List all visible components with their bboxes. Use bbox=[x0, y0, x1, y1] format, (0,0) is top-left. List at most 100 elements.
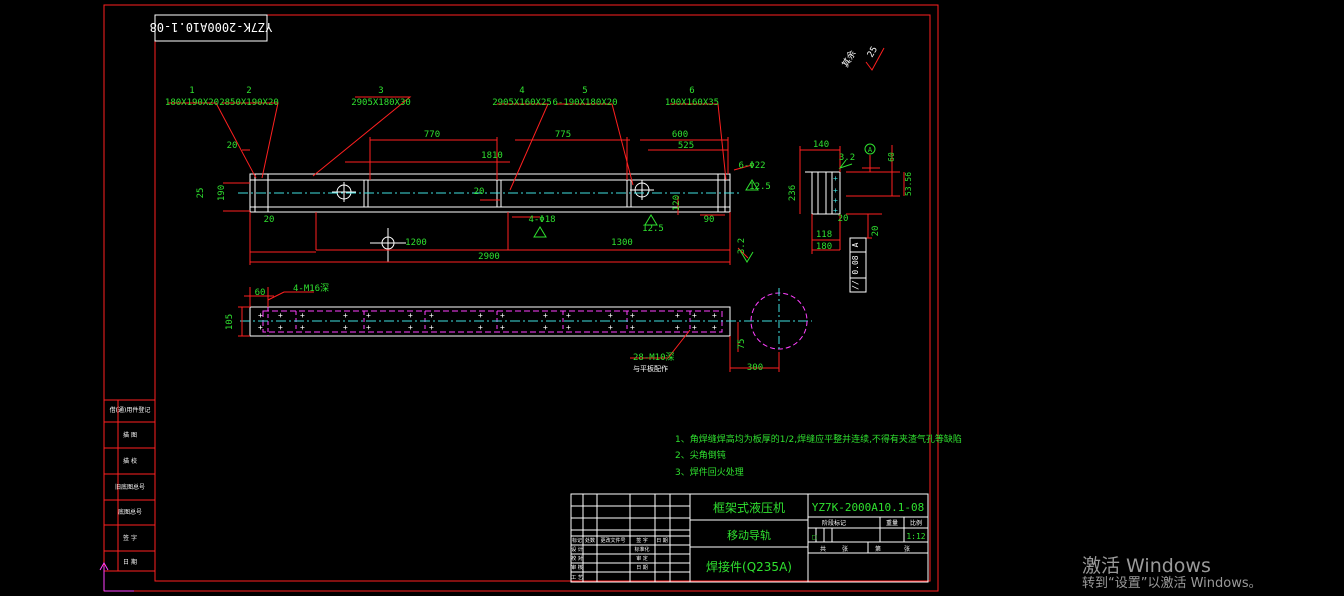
dim-20-bottom: 20 bbox=[264, 215, 275, 225]
rev-header-2: 处数 bbox=[585, 537, 595, 544]
rev-header-5: 日 期 bbox=[656, 538, 668, 544]
svg-text:+: + bbox=[258, 323, 263, 332]
dim-180: 180 bbox=[816, 242, 832, 252]
svg-text:+: + bbox=[833, 206, 838, 215]
callout-6-num: 6 bbox=[689, 86, 694, 96]
dim-770: 770 bbox=[424, 130, 440, 140]
dim-140: 140 bbox=[813, 140, 829, 150]
dim-118: 118 bbox=[816, 230, 832, 240]
svg-text:+: + bbox=[478, 323, 483, 332]
svg-text:+: + bbox=[630, 323, 635, 332]
svg-text:+: + bbox=[366, 311, 371, 320]
dim-600: 600 bbox=[672, 130, 688, 140]
hole-6-phi22: 6-Φ22 bbox=[738, 161, 765, 171]
title-product: 框架式液压机 bbox=[713, 500, 785, 515]
dim-2900: 2900 bbox=[478, 252, 500, 262]
sheet-unit-1: 张 bbox=[842, 545, 848, 553]
side-label-6: 签 字 bbox=[123, 534, 137, 542]
thread-4-m16: 4-M16深 bbox=[293, 283, 329, 294]
dim-53-56: 53.56 bbox=[904, 172, 913, 196]
technical-notes: 1、角焊缝焊高均为板厚的1/2,焊缝应平整并连续,不得有夹渣气孔等缺陷 2、尖角… bbox=[675, 433, 962, 478]
dim-236: 236 bbox=[788, 185, 798, 201]
svg-text:+: + bbox=[692, 323, 697, 332]
rev-header-4: 签 字 bbox=[636, 537, 648, 544]
title-block: 框架式液压机 移动导轨 焊接件(Q235A) YZ7K-2000A10.1-08… bbox=[570, 493, 929, 583]
dim-90: 90 bbox=[704, 215, 715, 225]
callout-4-size: 2905X160X25 bbox=[492, 98, 552, 108]
rev-header-1: 标记 bbox=[572, 537, 582, 544]
row-process: 工 艺 bbox=[571, 575, 583, 581]
dim-20-side-b: 20 bbox=[871, 226, 881, 237]
row-standard: 标准化 bbox=[634, 546, 649, 553]
note-3: 3、焊件回火处理 bbox=[675, 466, 744, 478]
roughness-3-2: 3.2 bbox=[737, 238, 747, 254]
bottom-view: ++ ++ ++ ++ ++ ++ ++ ++ ++ ++ ++ ++ ++ +… bbox=[225, 283, 812, 373]
main-view: 1 180X190X20 2 2850X190X20 3 2905X180X30… bbox=[165, 86, 771, 265]
svg-text:+: + bbox=[833, 196, 838, 205]
dim-1200: 1200 bbox=[405, 238, 427, 248]
dim-120: 120 bbox=[672, 195, 682, 211]
svg-text:+: + bbox=[300, 311, 305, 320]
code-box-text: YZ7K-2000A10.1-08 bbox=[150, 20, 273, 34]
callout-4-num: 4 bbox=[519, 86, 524, 96]
svg-text:+: + bbox=[408, 323, 413, 332]
svg-text:+: + bbox=[429, 311, 434, 320]
dim-775: 775 bbox=[555, 130, 571, 140]
callout-2-num: 2 bbox=[246, 86, 251, 96]
svg-text:+: + bbox=[833, 174, 838, 183]
svg-text:+: + bbox=[692, 311, 697, 320]
callout-5-num: 5 bbox=[582, 86, 587, 96]
callout-3-size: 2905X180X30 bbox=[351, 98, 411, 108]
row-design: 设 计 bbox=[571, 546, 583, 553]
roughness-value: 25 bbox=[866, 45, 880, 59]
callout-1-num: 1 bbox=[189, 86, 194, 96]
svg-text:+: + bbox=[500, 311, 505, 320]
dim-190: 190 bbox=[217, 185, 227, 201]
hole-4-phi18: 4-Φ18 bbox=[528, 215, 555, 225]
tolerance-datum: A bbox=[851, 242, 860, 247]
side-label-2: 描 图 bbox=[123, 431, 137, 439]
svg-text:+: + bbox=[630, 311, 635, 320]
svg-text:+: + bbox=[478, 311, 483, 320]
svg-text:+: + bbox=[833, 186, 838, 195]
outer-frame bbox=[103, 4, 939, 592]
tolerance-value: 0.08 bbox=[851, 255, 860, 274]
svg-text:+: + bbox=[566, 311, 571, 320]
svg-text:+: + bbox=[343, 311, 348, 320]
dim-60-side: 60 bbox=[887, 152, 896, 162]
roughness-12-5-right: 12.5 bbox=[749, 182, 771, 192]
rev-header-3: 更改文件号 bbox=[600, 537, 625, 544]
row-date: 日 期 bbox=[636, 565, 648, 571]
dim-60-bottom: 60 bbox=[255, 288, 266, 298]
scale-value: 1:12 bbox=[906, 532, 925, 541]
left-label-column: 借(通)用件登记 描 图 描 校 旧底图总号 底图总号 签 字 日 期 bbox=[104, 399, 155, 572]
code-box bbox=[154, 14, 268, 42]
datum-a-top: A bbox=[868, 146, 873, 154]
sheet-no-label: 第 bbox=[875, 545, 881, 553]
svg-text:+: + bbox=[408, 311, 413, 320]
title-part: 移动导轨 bbox=[727, 528, 771, 542]
roughness-symbol: 其余 25 bbox=[839, 45, 885, 71]
weight-label: 重量 bbox=[886, 519, 898, 527]
tolerance-symbol: // bbox=[851, 280, 860, 290]
svg-text:+: + bbox=[258, 311, 263, 320]
callout-3-num: 3 bbox=[378, 86, 383, 96]
row-approve: 审 定 bbox=[636, 555, 648, 562]
side-label-7: 日 期 bbox=[123, 558, 137, 566]
svg-text:+: + bbox=[712, 323, 717, 332]
title-code: YZ7K-2000A10.1-08 bbox=[812, 501, 925, 514]
thread-note: 与平板配作 bbox=[633, 364, 668, 373]
roughness-3-2-side: 3.2 bbox=[839, 153, 855, 163]
callout-1-size: 180X190X20 bbox=[165, 98, 219, 108]
scale-label: 比例 bbox=[910, 519, 922, 527]
row-review: 审 核 bbox=[571, 564, 583, 571]
callout-6-size: 190X160X35 bbox=[665, 98, 719, 108]
note-2: 2、尖角倒钝 bbox=[675, 449, 726, 461]
windows-activation-watermark: 激活 Windows 转到“设置”以激活 Windows。 bbox=[1082, 556, 1262, 591]
side-label-5: 底图总号 bbox=[118, 508, 142, 516]
side-label-1: 借(通)用件登记 bbox=[110, 406, 151, 414]
roughness-note: 其余 bbox=[839, 48, 858, 70]
dim-20-top: 20 bbox=[227, 141, 238, 151]
